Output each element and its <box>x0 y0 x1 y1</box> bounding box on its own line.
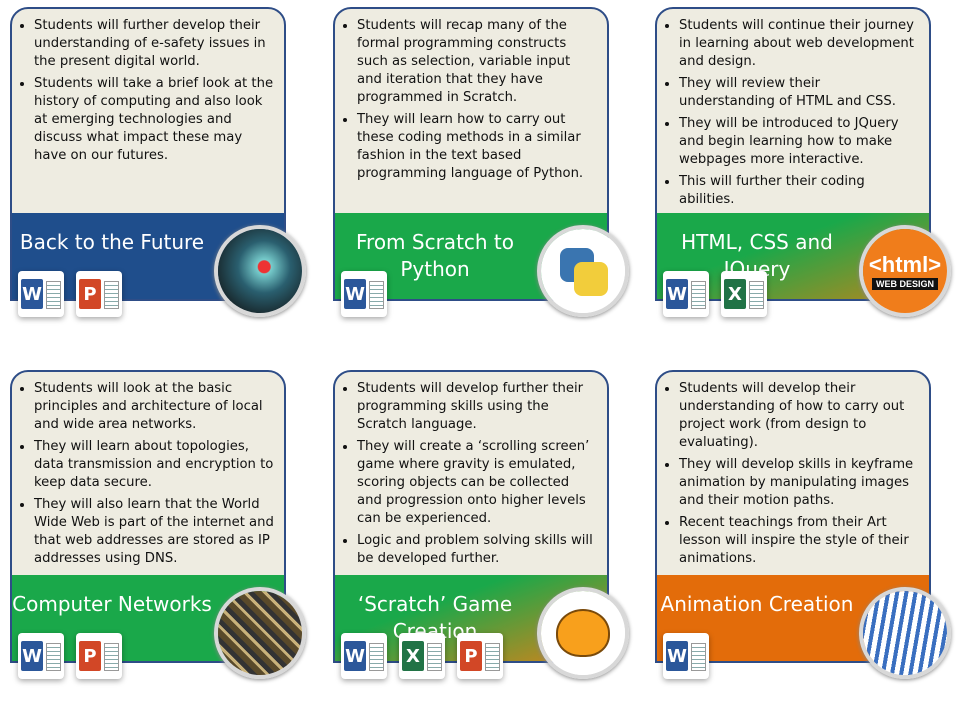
document-lines-icon <box>46 281 61 309</box>
document-lines-icon <box>691 281 706 309</box>
app-icons: W <box>341 271 387 317</box>
bullet-item: Logic and problem solving skills will be… <box>357 532 597 568</box>
course-card: Students will look at the basic principl… <box>10 370 306 679</box>
python-logo <box>537 225 629 317</box>
word-icon: W <box>663 633 709 679</box>
card-description: Students will develop further their prog… <box>335 372 607 576</box>
course-card: Students will continue their journey in … <box>655 7 951 317</box>
course-card: Students will further develop their unde… <box>10 7 306 317</box>
app-letter: W <box>344 641 366 671</box>
course-card: Students will recap many of the formal p… <box>333 7 629 317</box>
card-description: Students will further develop their unde… <box>12 9 284 213</box>
document-lines-icon <box>104 643 119 671</box>
powerpoint-icon: P <box>457 633 503 679</box>
app-letter: W <box>21 279 43 309</box>
bullet-item: They will develop skills in keyframe ani… <box>679 456 919 510</box>
app-letter: P <box>460 641 482 671</box>
app-letter: W <box>666 279 688 309</box>
card-description: Students will continue their journey in … <box>657 9 929 213</box>
app-icons: W <box>663 633 709 679</box>
card-title: Animation Creation <box>660 592 854 616</box>
document-lines-icon <box>427 643 442 671</box>
excel-icon: X <box>721 271 767 317</box>
document-lines-icon <box>749 281 764 309</box>
bullet-item: Students will develop their understandin… <box>679 380 919 452</box>
course-card: Students will develop further their prog… <box>333 370 629 679</box>
word-icon: W <box>18 271 64 317</box>
bullet-item: They will also learn that the World Wide… <box>34 496 274 568</box>
circuit-board-image <box>214 587 306 679</box>
scratch-cat-logo <box>537 587 629 679</box>
card-description: Students will recap many of the formal p… <box>335 9 607 213</box>
app-letter: P <box>79 641 101 671</box>
bullet-item: Students will further develop their unde… <box>34 17 274 71</box>
app-letter: X <box>724 279 746 309</box>
card-title: Computer Networks <box>12 592 212 616</box>
card-title: Back to the Future <box>19 230 205 254</box>
motion-figure-image <box>859 587 951 679</box>
document-lines-icon <box>104 281 119 309</box>
excel-icon: X <box>399 633 445 679</box>
bullet-item: This will further their coding abilities… <box>679 173 919 209</box>
app-letter: X <box>402 641 424 671</box>
html-web-design-logo: <html>WEB DESIGN <box>859 225 951 317</box>
card-title: From Scratch to Python <box>355 230 515 281</box>
bullet-item: Students will take a brief look at the h… <box>34 75 274 165</box>
bullet-item: They will create a ‘scrolling screen’ ga… <box>357 438 597 528</box>
bullet-item: They will learn about topologies, data t… <box>34 438 274 492</box>
word-icon: W <box>663 271 709 317</box>
bullet-item: Students will continue their journey in … <box>679 17 919 71</box>
word-icon: W <box>341 271 387 317</box>
powerpoint-icon: P <box>76 633 122 679</box>
powerpoint-icon: P <box>76 271 122 317</box>
app-letter: W <box>344 279 366 309</box>
card-description: Students will look at the basic principl… <box>12 372 284 576</box>
course-card: Students will develop their understandin… <box>655 370 951 679</box>
app-letter: P <box>79 279 101 309</box>
word-icon: W <box>18 633 64 679</box>
document-lines-icon <box>691 643 706 671</box>
document-lines-icon <box>369 643 384 671</box>
card-header: From Scratch to Python W <box>333 213 629 317</box>
document-lines-icon <box>485 643 500 671</box>
bullet-item: They will learn how to carry out these c… <box>357 111 597 183</box>
bullet-item: Students will recap many of the formal p… <box>357 17 597 107</box>
word-icon: W <box>341 633 387 679</box>
app-letter: W <box>666 641 688 671</box>
document-lines-icon <box>46 643 61 671</box>
bullet-item: They will be introduced to JQuery and be… <box>679 115 919 169</box>
bullet-item: Students will develop further their prog… <box>357 380 597 434</box>
document-lines-icon <box>369 281 384 309</box>
bullet-item: Students will look at the basic principl… <box>34 380 274 434</box>
futuristic-tech-image <box>214 225 306 317</box>
image-subtext: WEB DESIGN <box>871 278 938 290</box>
card-description: Students will develop their understandin… <box>657 372 929 576</box>
card-header: Animation Creation W <box>655 575 951 679</box>
image-text: <html> <box>868 252 942 277</box>
bullet-item: Recent teachings from their Art lesson w… <box>679 514 919 568</box>
app-letter: W <box>21 641 43 671</box>
bullet-item: They will review their understanding of … <box>679 75 919 111</box>
